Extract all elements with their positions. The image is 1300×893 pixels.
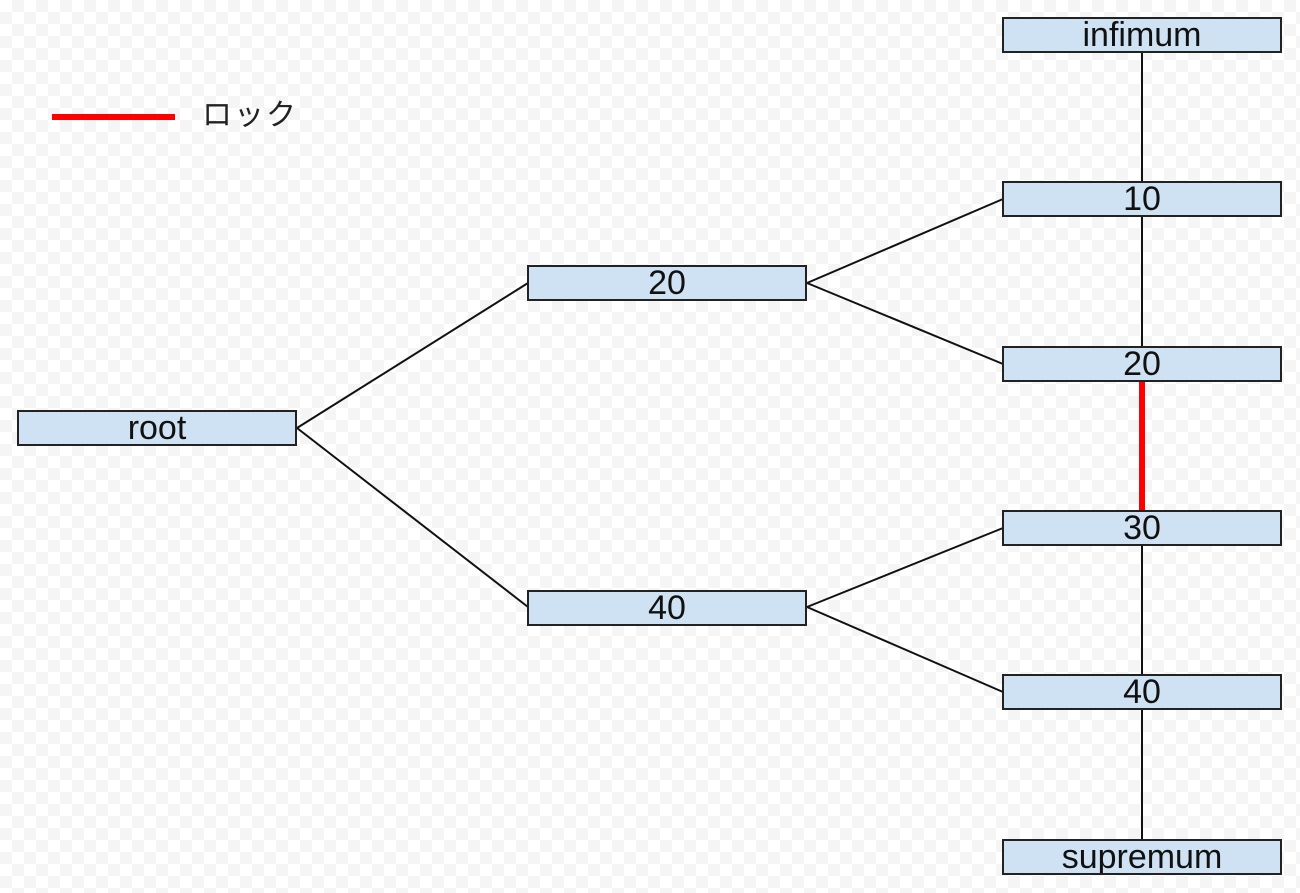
node-leaf-supremum: supremum [1002, 839, 1282, 875]
edge-root-to-40 [296, 427, 529, 608]
edge-root-to-20 [296, 282, 529, 429]
edge-20-to-leaf-20 [806, 282, 1004, 365]
node-leaf-40: 40 [1002, 674, 1282, 710]
node-leaf-20: 20 [1002, 346, 1282, 382]
node-leaf-30: 30 [1002, 510, 1282, 546]
node-branch-20: 20 [527, 265, 807, 301]
edge-40-to-leaf-30 [806, 527, 1004, 608]
node-root: root [17, 410, 297, 446]
node-leaf-10: 10 [1002, 181, 1282, 217]
node-leaf-infimum: infimum [1002, 17, 1282, 53]
edge-20-to-leaf-10 [806, 198, 1004, 284]
node-branch-40: 40 [527, 590, 807, 626]
edge-40-to-leaf-40 [806, 606, 1004, 693]
legend-lock-label: ロック [202, 99, 298, 132]
